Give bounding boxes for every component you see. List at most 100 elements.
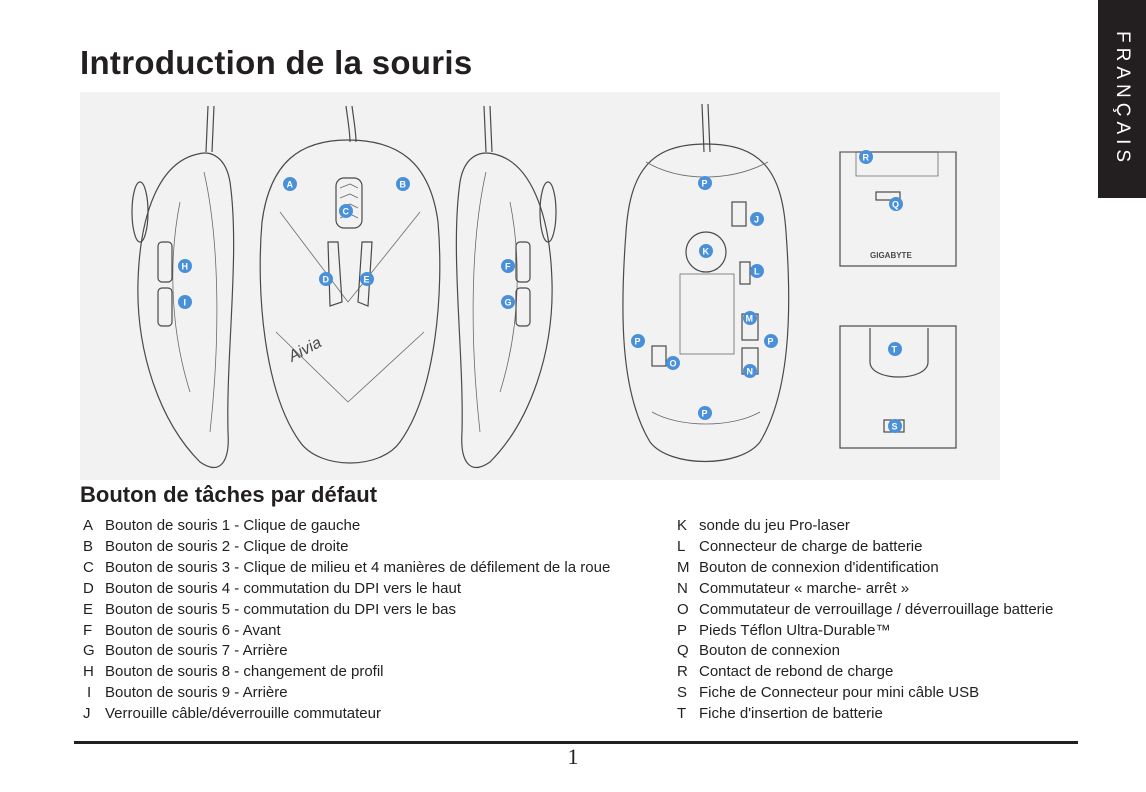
badge-P-top: P <box>698 176 712 190</box>
charging-dock-front: GIGABYTE <box>839 151 957 267</box>
list-item: R Contact de rebond de charge <box>677 662 1053 683</box>
badge-P-bottom: P <box>698 406 712 420</box>
item-text: Bouton de souris 7 - Arrière <box>105 642 288 660</box>
page-title: Introduction de la souris <box>80 44 473 81</box>
svg-text:P: P <box>768 337 774 347</box>
badge-M: M <box>743 311 757 325</box>
badge-L: L <box>750 264 764 278</box>
svg-text:M: M <box>746 314 754 324</box>
mouse-diagram-svg: Aivia <box>131 103 957 468</box>
badge-Q: Q <box>889 197 903 211</box>
svg-text:F: F <box>505 262 511 272</box>
badge-J: J <box>750 212 764 226</box>
svg-text:C: C <box>343 207 350 217</box>
item-letter: Q <box>677 642 689 660</box>
item-letter: O <box>677 600 689 618</box>
svg-text:P: P <box>702 409 708 419</box>
badge-G: G <box>501 295 515 309</box>
item-letter: I <box>87 684 92 702</box>
list-item: L Connecteur de charge de batterie <box>677 537 1053 558</box>
list-item: H Bouton de souris 8 - changement de prof… <box>83 662 610 683</box>
svg-text:R: R <box>863 153 870 163</box>
svg-text:P: P <box>702 179 708 189</box>
badge-D: D <box>319 272 333 286</box>
item-text: Commutateur « marche- arrêt » <box>699 579 910 597</box>
item-letter: D <box>83 579 94 597</box>
svg-text:T: T <box>892 345 898 355</box>
item-letter: K <box>677 517 688 534</box>
item-letter: T <box>677 705 687 723</box>
item-text: Contact de rebond de charge <box>699 663 894 681</box>
svg-text:G: G <box>505 298 512 308</box>
list-item: Q Bouton de connexion <box>677 641 1053 662</box>
item-letter: H <box>83 663 94 681</box>
list-item: O Commutateur de verrouillage / déverroui… <box>677 600 1053 621</box>
mouse-left-side-view <box>131 105 235 468</box>
item-text: Commutateur de verrouillage / déverrouil… <box>699 600 1054 618</box>
item-text: Fiche de Connecteur pour mini câble USB <box>699 684 980 702</box>
item-letter: L <box>677 537 686 555</box>
badge-P-left: P <box>631 334 645 348</box>
page-number: 1 <box>567 744 579 769</box>
badge-H: H <box>178 259 192 273</box>
item-text: Bouton de souris 3 - Clique de milieu et… <box>105 558 611 576</box>
item-text: Connecteur de charge de batterie <box>699 537 923 555</box>
svg-text:S: S <box>892 422 898 432</box>
list-item: I Bouton de souris 9 - Arrière <box>83 683 610 704</box>
mouse-right-side-view <box>455 105 557 468</box>
item-text: Bouton de souris 8 - changement de profi… <box>105 663 384 681</box>
svg-text:Q: Q <box>892 200 899 210</box>
badge-O: O <box>666 356 680 370</box>
list-item: G Bouton de souris 7 - Arrière <box>83 641 610 662</box>
badge-E: E <box>360 272 374 286</box>
item-text: Bouton de connexion <box>699 642 840 660</box>
item-text: Bouton de connexion d'identification <box>699 558 939 576</box>
item-letter: R <box>677 663 688 681</box>
badge-B: B <box>396 177 410 191</box>
svg-text:K: K <box>703 247 710 257</box>
list-item: J Verrouille câble/déverrouille commutate… <box>83 704 610 725</box>
item-text: Verrouille câble/déverrouille commutateu… <box>105 705 381 723</box>
badge-N: N <box>743 364 757 378</box>
list-item: S Fiche de Connecteur pour mini câble USB <box>677 683 1053 704</box>
svg-text:P: P <box>635 337 641 347</box>
language-tab: FRANÇAIS <box>1098 0 1146 198</box>
svg-text:J: J <box>754 215 759 225</box>
item-letter: N <box>677 579 688 597</box>
mouse-illustration: Aivia <box>80 92 1000 480</box>
section-subtitle: Bouton de tâches par défaut <box>80 482 378 507</box>
item-letter: A <box>83 517 94 534</box>
svg-text:O: O <box>670 359 677 369</box>
item-letter: B <box>83 537 94 555</box>
item-letter: G <box>83 642 95 660</box>
svg-text:A: A <box>287 180 294 190</box>
list-item: B Bouton de souris 2 - Clique de droite <box>83 537 610 558</box>
item-text: Bouton de souris 2 - Clique de droite <box>105 537 349 555</box>
badge-A: A <box>283 177 297 191</box>
svg-text:I: I <box>184 298 187 308</box>
list-item: N Commutateur « marche- arrêt » <box>677 579 1053 600</box>
badge-K: K <box>699 244 713 258</box>
svg-text:H: H <box>182 262 189 272</box>
svg-text:N: N <box>747 367 754 377</box>
footer-divider <box>74 741 1078 744</box>
item-letter: S <box>677 684 688 702</box>
item-text: Bouton de souris 9 - Arrière <box>105 684 288 702</box>
item-letter: E <box>83 600 94 618</box>
badge-I: I <box>178 295 192 309</box>
svg-text:E: E <box>364 275 370 285</box>
language-tab-label: FRANÇAIS <box>1112 30 1133 168</box>
item-letter: J <box>83 705 91 723</box>
svg-text:D: D <box>323 275 330 285</box>
item-text: sonde du jeu Pro-laser <box>699 517 850 534</box>
mouse-top-view: Aivia <box>259 105 441 464</box>
item-letter: P <box>677 621 688 639</box>
item-letter: C <box>83 558 94 576</box>
